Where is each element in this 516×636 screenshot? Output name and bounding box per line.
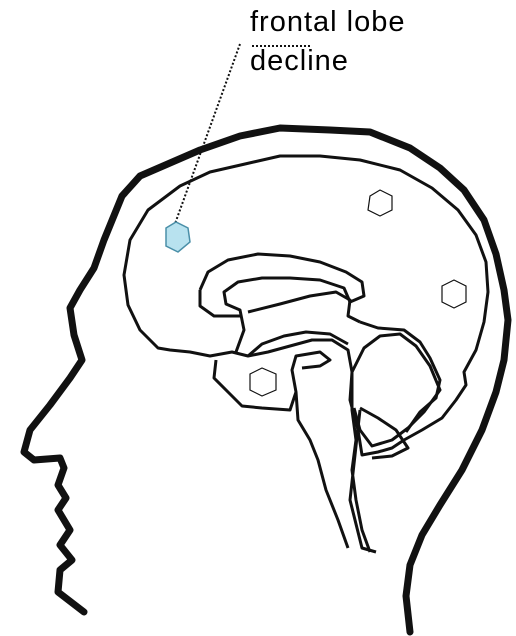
- frontal-lobe-marker: [166, 222, 190, 252]
- temporal-marker: [250, 368, 276, 396]
- thalamus-region: [248, 322, 440, 432]
- occipital-marker: [442, 280, 466, 308]
- parietal-marker: [368, 190, 392, 216]
- cerebrum-outline: [124, 156, 488, 455]
- brainstem: [296, 372, 376, 552]
